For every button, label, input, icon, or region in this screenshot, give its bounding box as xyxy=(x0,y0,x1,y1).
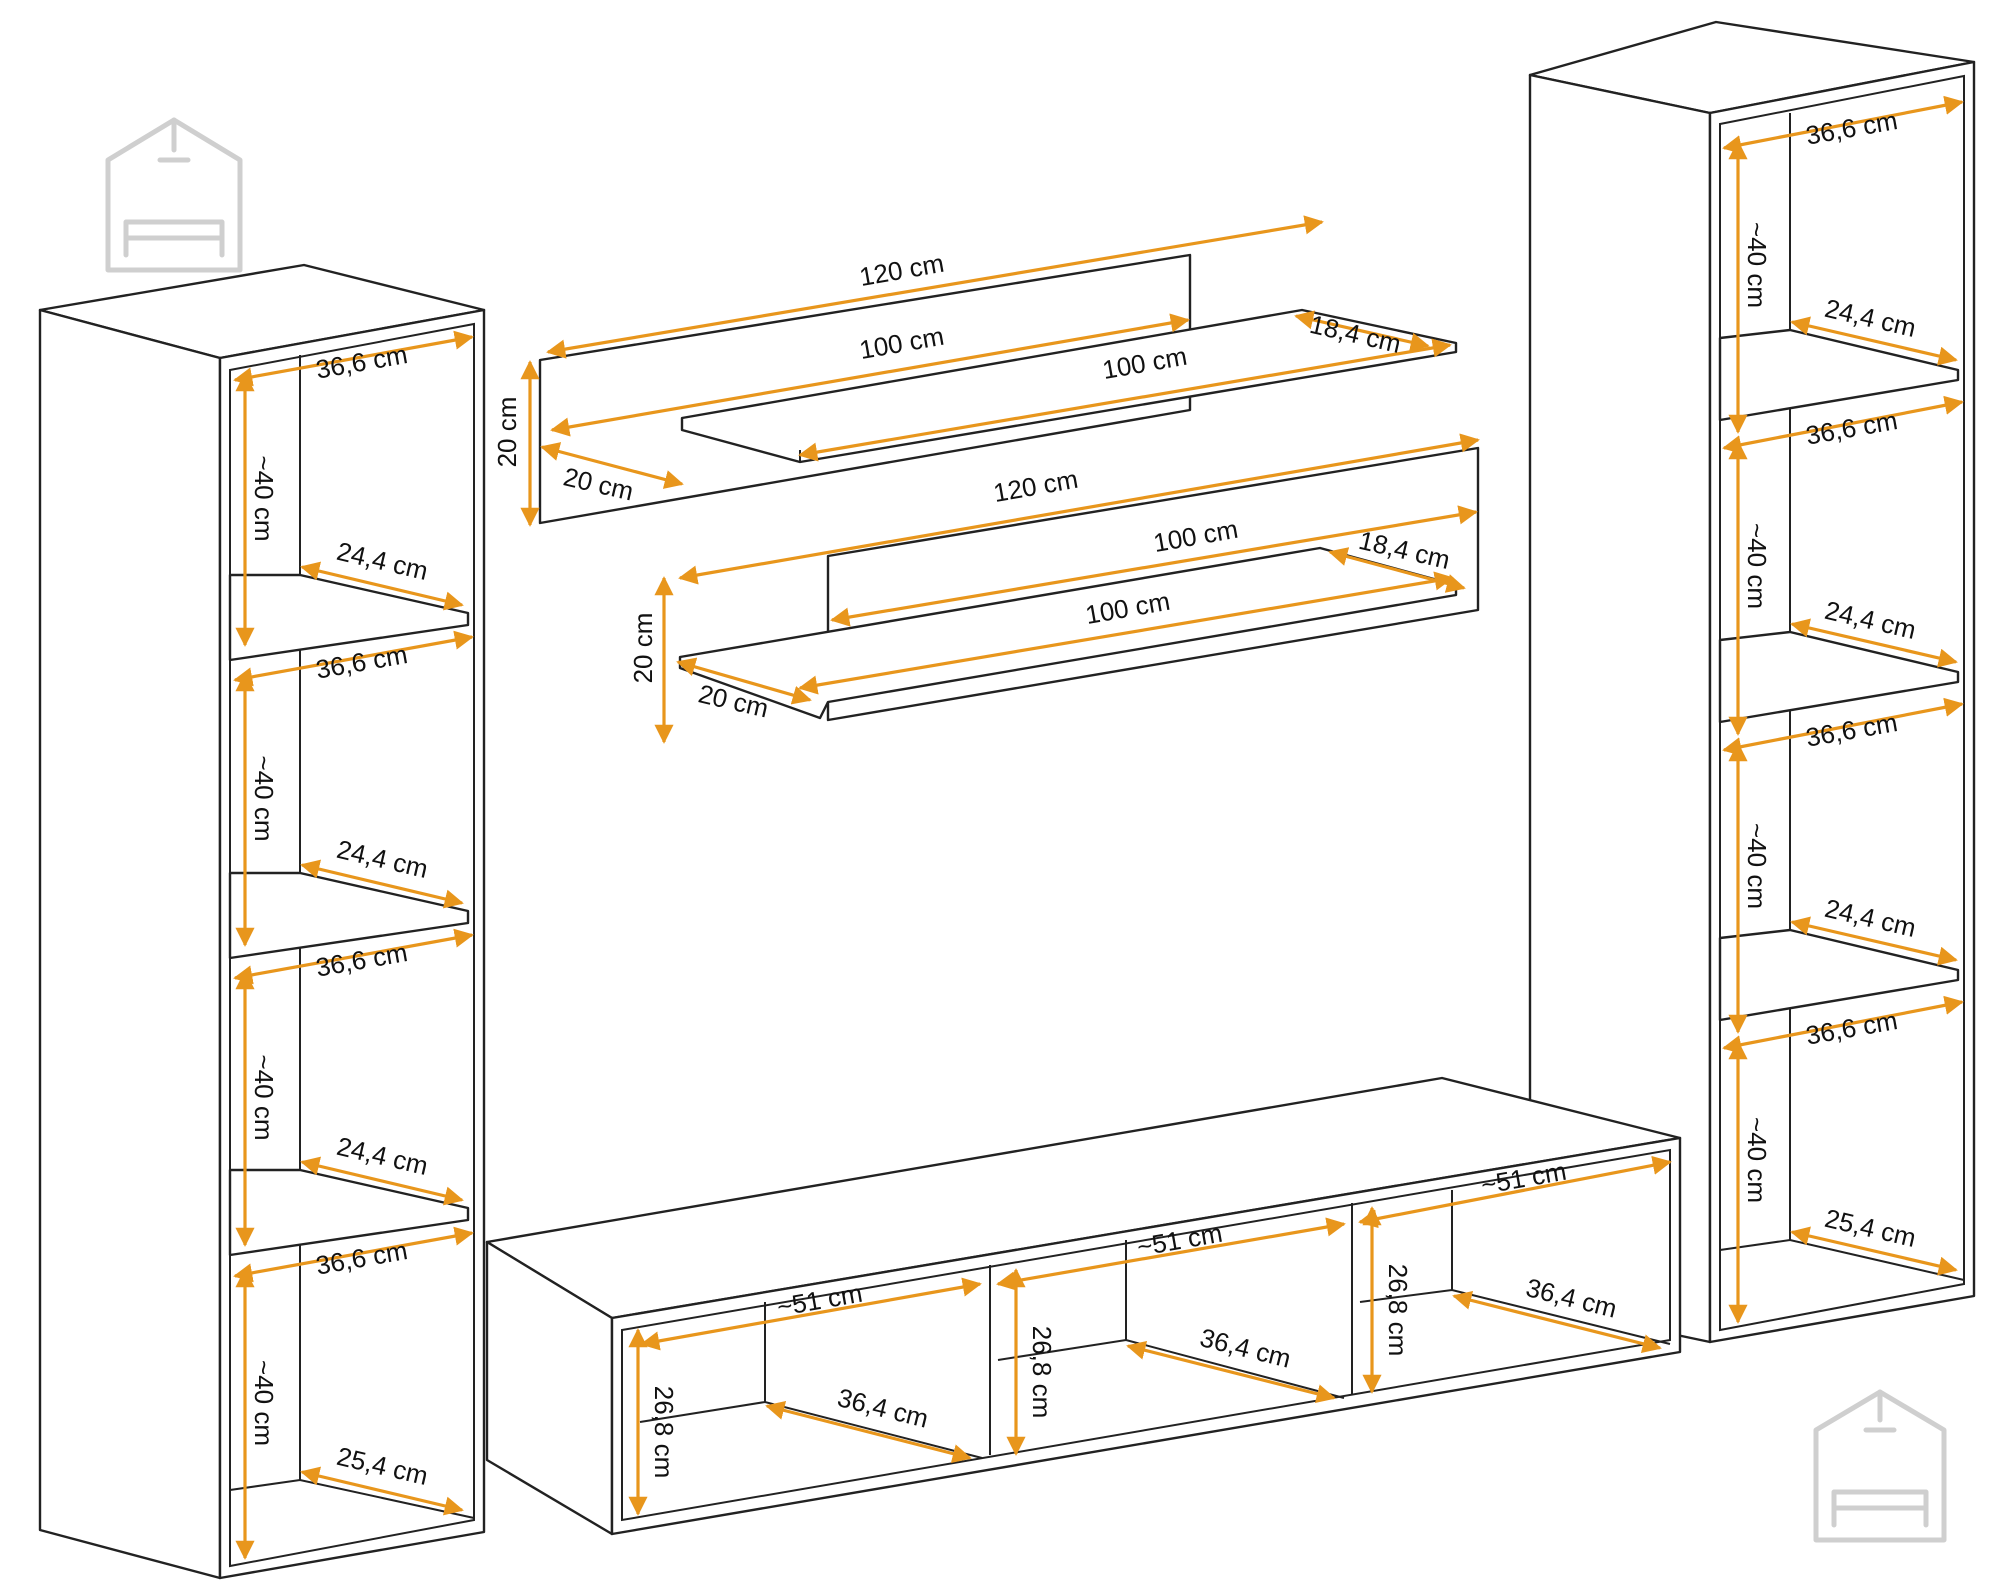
dimension-arrow-4 xyxy=(233,630,474,687)
dimension-arrow-9 xyxy=(300,1156,464,1206)
dimension-label-cab-height: ~40 cm xyxy=(249,1055,279,1141)
dimension-arrow-39 xyxy=(765,1400,972,1464)
dimension-label-tv-height: 26,8 cm xyxy=(1027,1326,1057,1419)
dimension-arrow-12 xyxy=(300,1466,464,1516)
dimension-arrow-10 xyxy=(233,1226,474,1283)
dimension-label-cab-height: ~40 cm xyxy=(1742,222,1772,308)
dimension-label-shelf-20: 20 cm xyxy=(628,613,658,684)
dimension-arrow-37 xyxy=(640,1277,982,1351)
dimension-label-tv-height: 26,8 cm xyxy=(1383,1264,1413,1357)
dimension-arrow-15 xyxy=(1790,316,1958,366)
dimension-arrow-28 xyxy=(1294,310,1430,352)
dimension-label-shelf-120: 120 cm xyxy=(857,248,946,292)
dimension-label-cab-height: ~40 cm xyxy=(1742,823,1772,909)
dimension-arrow-43 xyxy=(1358,1155,1672,1229)
house-logo-icon-top-left xyxy=(105,117,243,273)
dimension-label-shelf-20: 20 cm xyxy=(492,397,522,468)
dimension-arrow-21 xyxy=(1790,916,1958,966)
dimension-arrow-33 xyxy=(798,571,1454,695)
dimension-arrow-13 xyxy=(1722,95,1964,155)
dimension-arrow-18 xyxy=(1790,618,1958,668)
dimension-arrow-40 xyxy=(996,1217,1346,1291)
dimension-label-tv-height: 26,8 cm xyxy=(649,1386,679,1479)
dimension-arrow-1 xyxy=(233,330,474,387)
dimension-arrow-22 xyxy=(1722,995,1964,1055)
dimension-arrow-34 xyxy=(1328,547,1466,593)
dimension-label-cab-height: ~40 cm xyxy=(1742,1117,1772,1203)
dimension-arrow-7 xyxy=(233,928,474,985)
dimension-arrow-19 xyxy=(1722,697,1964,757)
dimension-arrow-3 xyxy=(300,561,464,611)
dimension-label-cab-height: ~40 cm xyxy=(249,756,279,842)
dimension-label-shelf-120: 120 cm xyxy=(991,464,1080,508)
dimension-lines xyxy=(233,95,1964,1560)
dimension-label-cab-height: ~40 cm xyxy=(249,456,279,542)
house-logo-icon-bottom-right xyxy=(1813,1389,1947,1543)
dimension-label-cab-height: ~40 cm xyxy=(249,1360,279,1446)
dimension-arrow-45 xyxy=(1452,1290,1662,1354)
dimension-label-cab-height: ~40 cm xyxy=(1742,523,1772,609)
dimension-arrow-42 xyxy=(1126,1340,1336,1404)
dimension-arrow-36 xyxy=(676,657,812,705)
dimension-arrow-6 xyxy=(300,859,464,909)
dimension-arrow-24 xyxy=(1790,1226,1958,1276)
dimension-arrow-30 xyxy=(540,442,684,489)
dimension-arrow-16 xyxy=(1722,395,1964,455)
